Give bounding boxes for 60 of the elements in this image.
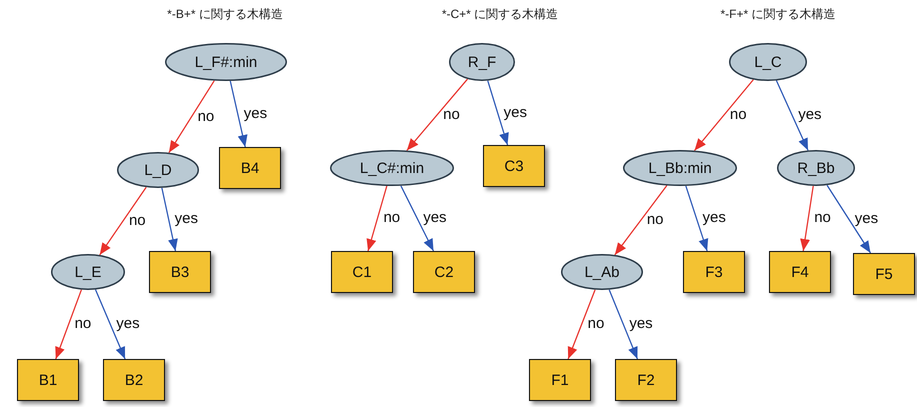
arrow bbox=[168, 80, 215, 153]
edge-label: no bbox=[74, 316, 92, 332]
decision-ellipse: R_F bbox=[449, 43, 515, 81]
decision-ellipse: L_Bb:min bbox=[623, 150, 737, 186]
edge-label: yes bbox=[854, 211, 878, 226]
edge-label: no bbox=[814, 210, 831, 226]
edge-label: yes bbox=[116, 316, 140, 332]
tree-title: *-B+* に関する木構造 bbox=[167, 6, 283, 23]
arrow bbox=[608, 290, 638, 360]
edge-label: no bbox=[383, 210, 400, 226]
edge-label: no bbox=[730, 107, 747, 122]
edge-label: no bbox=[198, 108, 214, 124]
edge-label: yes bbox=[629, 316, 653, 332]
edge-label: no bbox=[588, 316, 604, 332]
edge-label: yes bbox=[798, 107, 822, 122]
arrow bbox=[800, 186, 814, 252]
edge-label: no bbox=[443, 106, 460, 122]
arrow bbox=[776, 80, 809, 151]
arrow bbox=[406, 78, 468, 151]
arrow bbox=[694, 79, 754, 151]
decision-ellipse: L_Ab bbox=[561, 254, 643, 290]
leaf-box: C1 bbox=[331, 251, 393, 293]
leaf-box: F1 bbox=[529, 359, 591, 401]
decision-ellipse: L_E bbox=[51, 254, 125, 290]
arrow bbox=[826, 184, 872, 254]
tree-title: *-F+* に関する木構造 bbox=[720, 6, 836, 23]
arrow bbox=[94, 289, 126, 360]
leaf-box: B3 bbox=[149, 251, 211, 293]
arrow bbox=[99, 186, 147, 256]
arrow bbox=[568, 290, 596, 360]
tree-title: *-C+* に関する木構造 bbox=[442, 6, 558, 23]
arrow bbox=[400, 186, 434, 252]
decision-ellipse: L_C bbox=[729, 43, 807, 81]
arrow bbox=[366, 186, 388, 252]
leaf-box: B1 bbox=[17, 359, 79, 401]
arrow bbox=[55, 290, 82, 360]
edge-label: yes bbox=[423, 210, 447, 226]
edge-label: no bbox=[646, 212, 664, 228]
arrow bbox=[487, 80, 509, 146]
decision-ellipse: L_D bbox=[117, 152, 199, 188]
arrow bbox=[230, 80, 248, 148]
edge-label: yes bbox=[174, 211, 198, 226]
arrow bbox=[685, 186, 708, 252]
leaf-box: F3 bbox=[683, 251, 745, 293]
decision-ellipse: L_C#:min bbox=[330, 150, 454, 186]
edge-label: yes bbox=[244, 106, 268, 121]
leaf-box: B2 bbox=[103, 359, 165, 401]
leaf-box: C3 bbox=[483, 145, 545, 187]
edge-label: no bbox=[128, 213, 146, 228]
decision-ellipse: L_F#:min bbox=[165, 43, 287, 81]
leaf-box: C2 bbox=[413, 251, 475, 293]
decision-ellipse: R_Bb bbox=[777, 150, 855, 186]
leaf-box: B4 bbox=[219, 147, 281, 189]
edge-label: yes bbox=[702, 210, 726, 226]
leaf-box: F4 bbox=[769, 251, 831, 293]
arrow bbox=[614, 185, 668, 256]
leaf-box: F5 bbox=[853, 253, 915, 295]
edge-label: yes bbox=[504, 104, 527, 120]
arrow bbox=[161, 188, 178, 252]
leaf-box: F2 bbox=[615, 359, 677, 401]
